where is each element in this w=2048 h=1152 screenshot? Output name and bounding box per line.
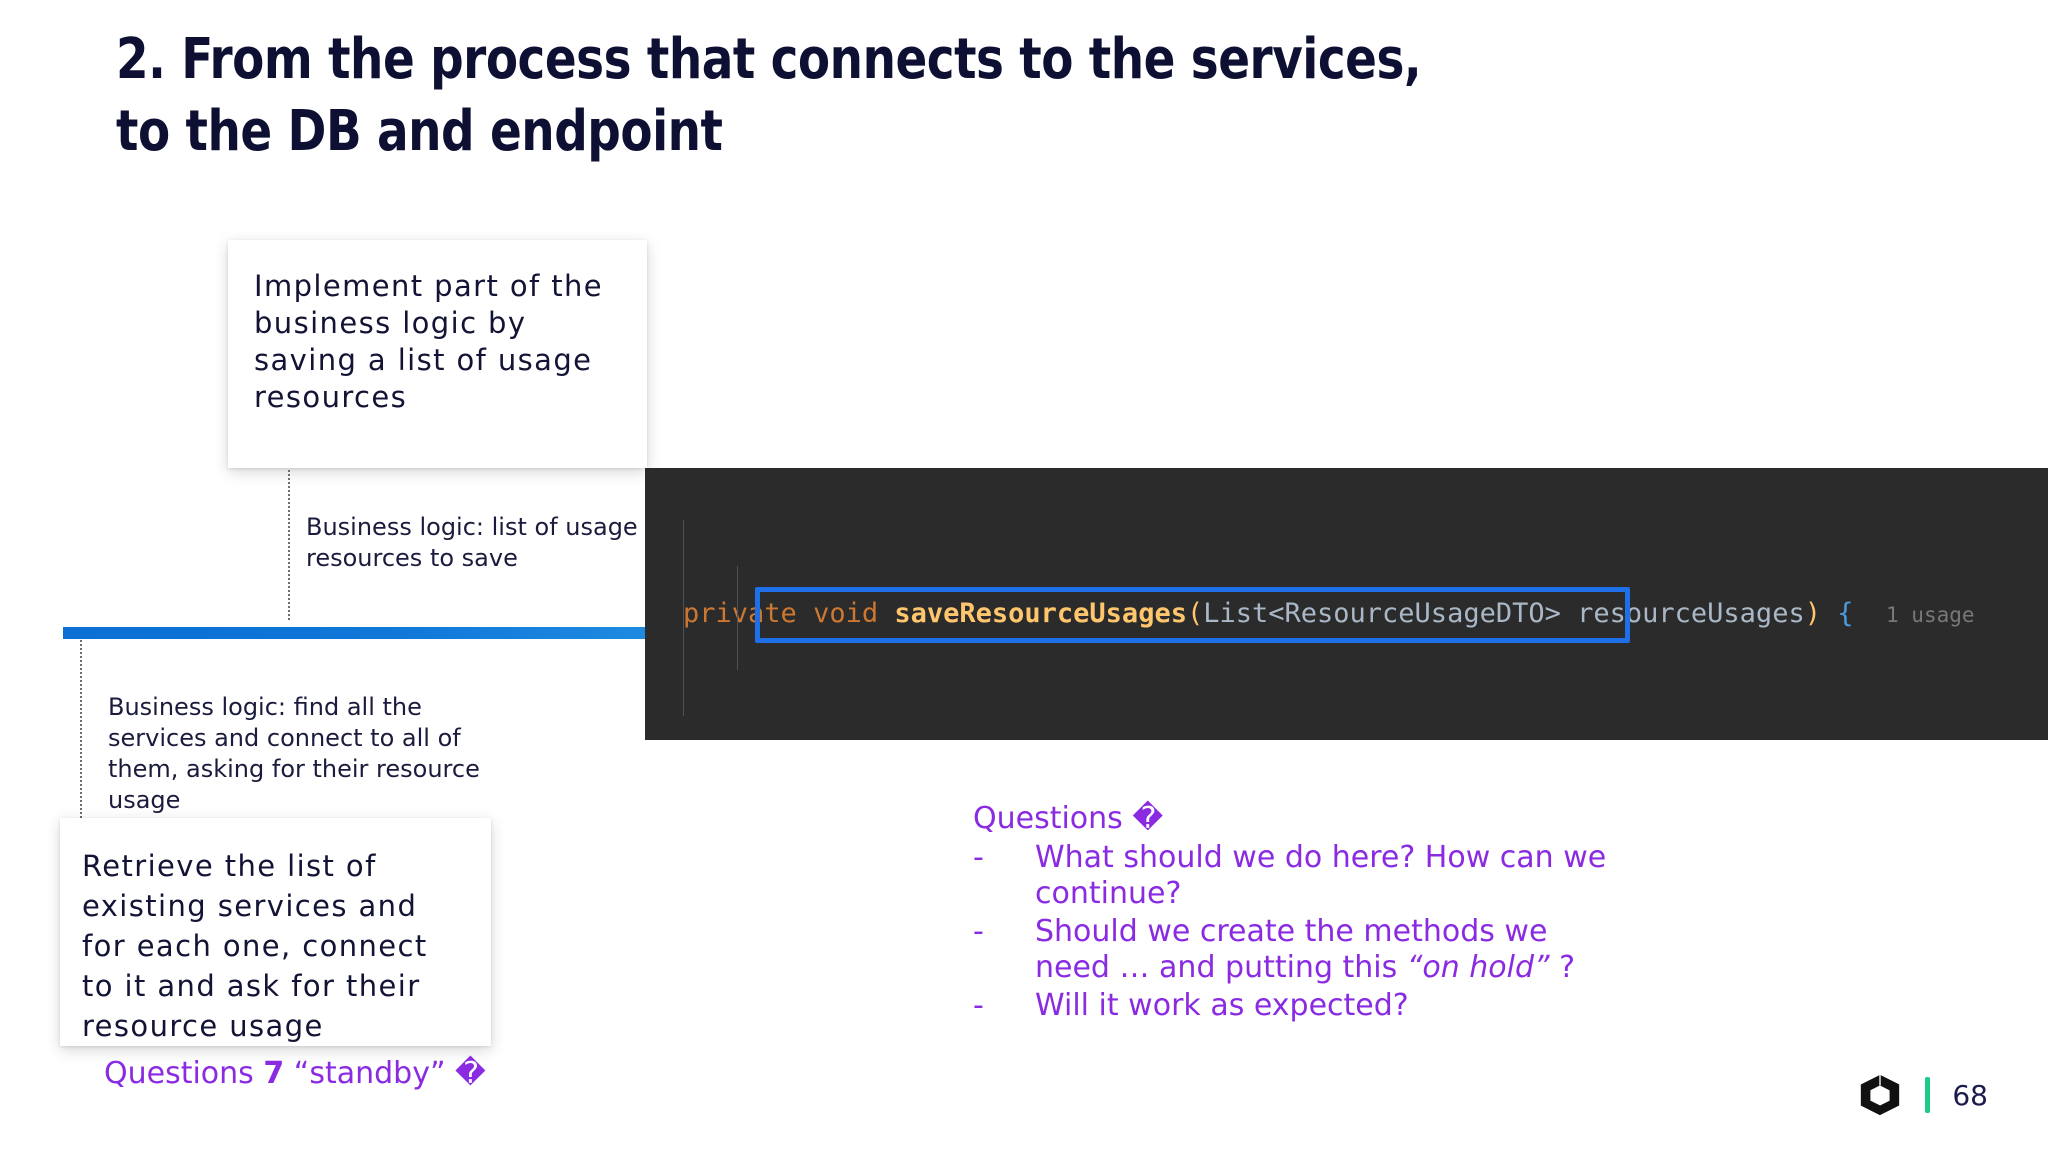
questions-heading-right: Questions � (973, 801, 1164, 836)
code-line-for: for (ResourceUsageDTO resourceUsage : re… (683, 734, 1975, 740)
questions-standby-line: Questions 7 “standby” � (104, 1055, 486, 1093)
questions-standby-number: 7 (263, 1056, 285, 1091)
title-line-2: to the DB and endpoint (116, 99, 723, 164)
questions-list-right: - What should we do here? How can we con… (973, 840, 1613, 1026)
code-token-void: void (813, 598, 879, 629)
question-text-after: ? (1549, 950, 1576, 985)
bullet-dash-icon: - (973, 988, 984, 1023)
code-highlight-box (755, 587, 1630, 643)
annotation-business-logic-save: Business logic: list of usage resources … (306, 513, 638, 572)
question-text: What should we do here? How can we conti… (1035, 840, 1607, 911)
code-indent-guide-1 (683, 520, 684, 716)
code-token-open-brace: { (1837, 598, 1854, 629)
callout-text-implement: Implement part of the business logic by … (254, 269, 604, 414)
footer: 68 (1857, 1072, 1988, 1118)
questions-standby-suffix: “standby” � (284, 1056, 486, 1091)
code-block: private void saveResourceUsages(List<Res… (645, 468, 1975, 740)
code-token-method-name: saveResourceUsages (894, 598, 1187, 629)
code-token-param-name: resourceUsages (1577, 598, 1805, 629)
code-token-sig-close-paren: ) (1804, 598, 1821, 629)
blue-divider-rule (63, 627, 646, 639)
question-text: Should we create the methods we need … a… (1035, 914, 1613, 986)
page-title: 2. From the process that connects to the… (116, 24, 1567, 168)
question-text-italic: “on hold” (1406, 950, 1550, 985)
cube-logo-icon (1861, 1074, 1900, 1116)
code-line-signature: private void saveResourceUsages(List<Res… (683, 590, 1975, 638)
bullet-dash-icon: - (973, 914, 984, 949)
page-number: 68 (1952, 1078, 1988, 1112)
code-editor-panel: private void saveResourceUsages(List<Res… (645, 468, 2048, 740)
code-usage-hint: 1 usage (1886, 603, 1975, 627)
title-line-1: 2. From the process that connects to the… (116, 27, 1422, 92)
annotation-business-logic-find: Business logic: find all the services an… (108, 693, 480, 814)
code-token-list-type: List<ResourceUsageDTO> (1203, 598, 1561, 629)
question-item: - What should we do here? How can we con… (973, 840, 1613, 912)
question-item: - Will it work as expected? (973, 988, 1613, 1024)
code-indent-guide-2 (737, 566, 738, 670)
code-token-sig-open-paren: ( (1186, 598, 1204, 629)
code-token-private: private (683, 598, 797, 629)
questions-standby-prefix: Questions (104, 1056, 264, 1091)
question-item: - Should we create the methods we need …… (973, 914, 1613, 986)
dotted-connector-top (288, 470, 290, 620)
footer-separator (1925, 1077, 1931, 1113)
callout-card-retrieve: Retrieve the list of existing services a… (60, 818, 491, 1046)
callout-card-implement: Implement part of the business logic by … (228, 240, 647, 468)
callout-text-retrieve: Retrieve the list of existing services a… (82, 849, 428, 1043)
dotted-connector-bottom (80, 640, 82, 822)
bullet-dash-icon: - (973, 840, 984, 875)
question-text: Will it work as expected? (1035, 988, 1409, 1023)
question-text-before: Should we create the methods we need … a… (1035, 914, 1548, 985)
